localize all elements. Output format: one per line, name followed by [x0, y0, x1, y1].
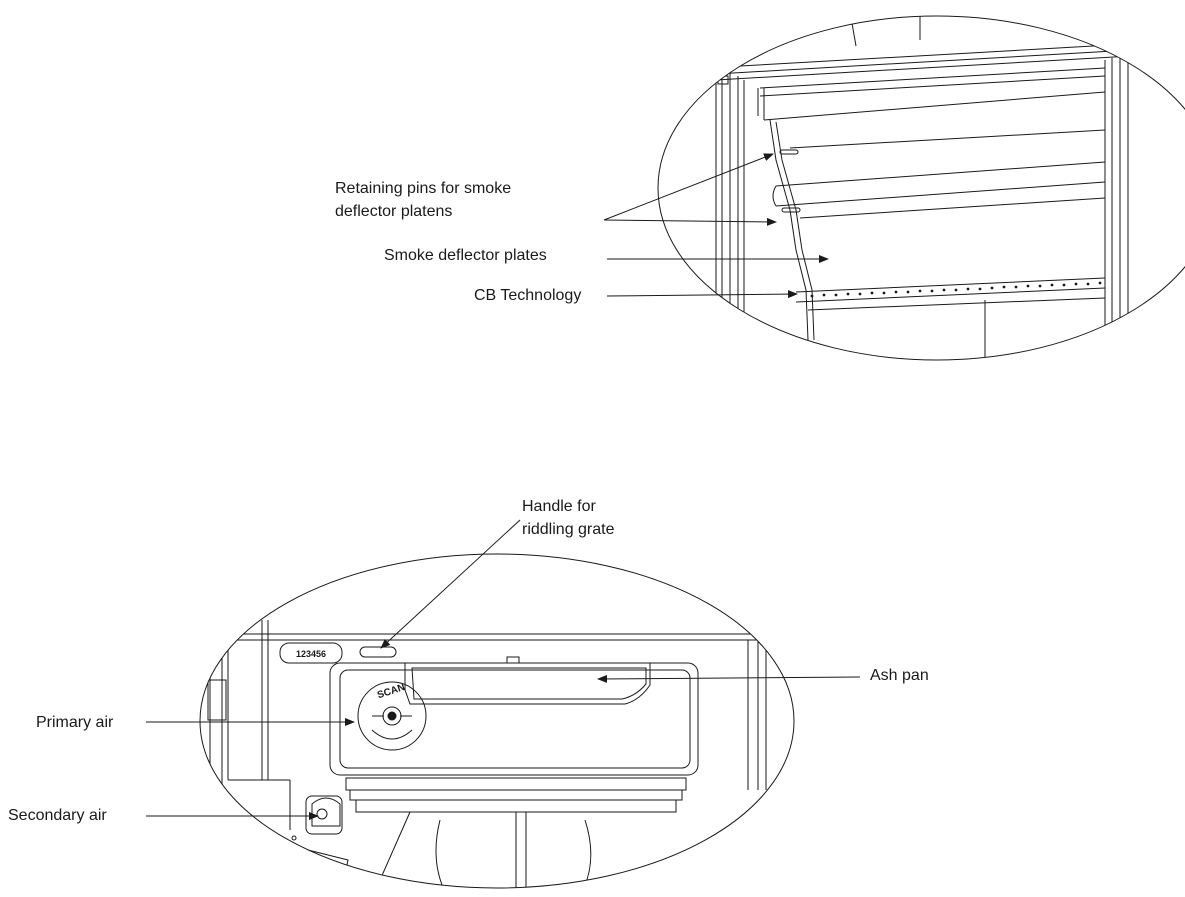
- label-secondary-air: Secondary air: [8, 807, 107, 824]
- bottom-detail-outline: [199, 553, 795, 889]
- label-handle-line2: riddling grate: [522, 521, 615, 538]
- label-retaining-pins-line1: Retaining pins for smoke: [335, 180, 512, 197]
- top-detail-outline: [657, 15, 1185, 361]
- label-handle-line1: Handle for: [522, 498, 596, 515]
- top-leader-lines: [603, 153, 829, 299]
- label-smoke-deflector: Smoke deflector plates: [384, 247, 547, 264]
- cb-air-holes: [810, 281, 1102, 298]
- scan-logo: SCAN: [376, 682, 406, 701]
- label-ash-pan: Ash pan: [870, 667, 929, 684]
- bottom-leader-lines: [146, 519, 861, 820]
- leader-handle: [380, 519, 521, 649]
- label-cb-technology: CB Technology: [474, 287, 582, 304]
- bottom-detail-view: [199, 553, 795, 889]
- leader-retaining-pins-lower: [603, 217, 777, 226]
- leader-ash-pan: [597, 674, 861, 683]
- top-detail-view: [657, 15, 1185, 361]
- leader-retaining-pins-upper: [603, 153, 774, 221]
- label-retaining-pins-line2: deflector platens: [335, 203, 453, 220]
- stove-badge: 123456: [296, 649, 326, 659]
- label-primary-air: Primary air: [36, 714, 114, 731]
- leader-cb-technology: [606, 290, 798, 299]
